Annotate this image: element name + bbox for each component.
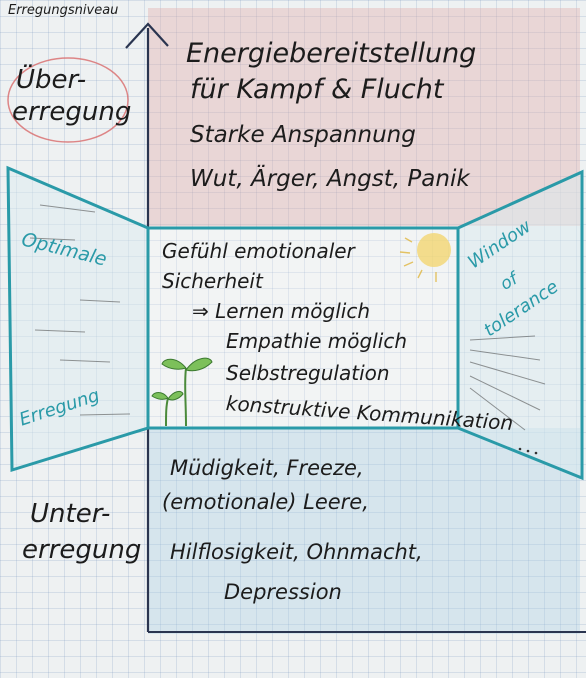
sun-icon — [417, 233, 451, 267]
over-label-line1: Über- — [16, 65, 87, 95]
left-shutter-hatching — [29, 204, 131, 416]
under-arousal-zone-shading — [148, 428, 580, 634]
sprout-icon — [151, 357, 213, 427]
optimal-text-4: Empathie möglich — [226, 329, 408, 353]
under-text-2: (emotionale) Leere, — [162, 490, 369, 514]
over-text-2: für Kampf & Flucht — [190, 74, 444, 105]
optimal-text-1: Gefühl emotionaler — [162, 239, 355, 263]
over-label-circle — [7, 57, 129, 143]
axis-label: Erregungsniveau — [8, 3, 119, 18]
axis-arrow-icon — [125, 22, 169, 49]
under-text-3: Hilflosigkeit, Ohnmacht, — [170, 540, 423, 564]
sun-rays — [399, 237, 437, 282]
window-frame — [146, 226, 460, 430]
trailing-dots — [518, 447, 538, 455]
under-text-1: Müdigkeit, Freeze, — [170, 456, 364, 480]
optimal-text-5: Selbstregulation — [226, 361, 390, 385]
over-arousal-zone-shading — [148, 8, 580, 226]
under-text-4: Depression — [224, 580, 342, 604]
left-shutter — [6, 165, 150, 473]
optimal-text-3: ⇒ Lernen möglich — [192, 299, 370, 323]
optimal-text-2: Sicherheit — [162, 269, 263, 293]
under-label-line1: Unter- — [30, 499, 111, 529]
over-label-line2: erregung — [12, 97, 132, 127]
over-text-4: Wut, Ärger, Angst, Panik — [190, 166, 470, 192]
over-text-3: Starke Anspannung — [190, 122, 416, 148]
right-shutter — [456, 169, 584, 481]
under-label-line2: erregung — [22, 535, 142, 565]
right-shutter-rays — [469, 335, 546, 431]
over-text-1: Energiebereitstellung — [186, 38, 477, 69]
